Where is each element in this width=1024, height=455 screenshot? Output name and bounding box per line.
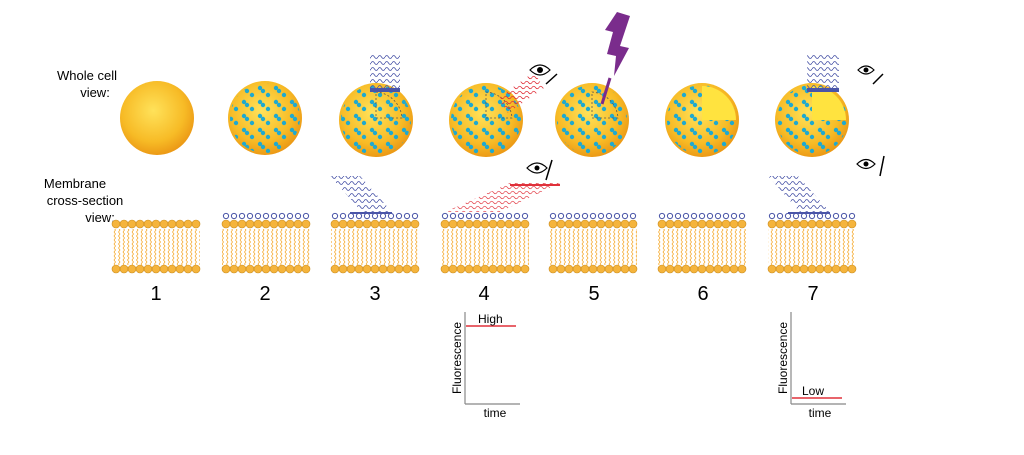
graph-x-axis-label: time (484, 406, 507, 420)
probe-stack-7 (807, 54, 839, 92)
step-number: 4 (478, 283, 489, 305)
probe-stack-3 (370, 55, 400, 92)
step-number: 2 (259, 283, 270, 305)
cell-2 (228, 81, 302, 155)
membrane-label-line3: view: (85, 210, 115, 225)
membrane-section (548, 212, 638, 274)
eye-icon (856, 155, 885, 177)
step-number: 3 (369, 283, 380, 305)
whole-cell-label-line1: Whole cell (57, 68, 117, 83)
membrane-row (111, 212, 857, 274)
step-number: 1 (150, 283, 161, 305)
probe-stack-membrane-7 (768, 176, 830, 214)
eye-icon (526, 159, 553, 181)
eye-icon (857, 65, 884, 85)
membrane-section (440, 212, 530, 274)
cell-7 (775, 83, 849, 157)
step-number: 6 (697, 283, 708, 305)
fluorescence-graph-low: Low Fluorescence time (776, 312, 846, 420)
graph-y-axis-label: Fluorescence (450, 322, 464, 394)
fluorescence-level-label: Low (802, 384, 824, 398)
membrane-section (657, 212, 747, 274)
graph-y-axis-label: Fluorescence (776, 322, 790, 394)
whole-cell-label-line2: view: (80, 85, 110, 100)
light-beam-membrane-4 (445, 183, 560, 212)
step-number: 5 (588, 283, 599, 305)
membrane-section (330, 212, 420, 274)
membrane-section (767, 212, 857, 274)
membrane-section (111, 219, 201, 274)
cell-5 (555, 83, 629, 157)
light-beam-4 (498, 72, 544, 113)
membrane-section (221, 212, 311, 274)
probe-stack-membrane-3 (330, 176, 392, 214)
fluorescence-level-label: High (478, 312, 503, 326)
cell-3 (339, 83, 413, 157)
step-number: 7 (807, 283, 818, 305)
fluorescence-graph-high: High Fluorescence time (450, 312, 520, 420)
membrane-label-line2: cross-section (47, 193, 124, 208)
eye-icon (529, 64, 558, 85)
lightning-bolt-icon (600, 12, 630, 105)
graph-x-axis-label: time (809, 406, 832, 420)
cell-1 (120, 81, 194, 155)
cell-6 (665, 83, 739, 157)
membrane-label-line1: Membrane (44, 176, 106, 191)
